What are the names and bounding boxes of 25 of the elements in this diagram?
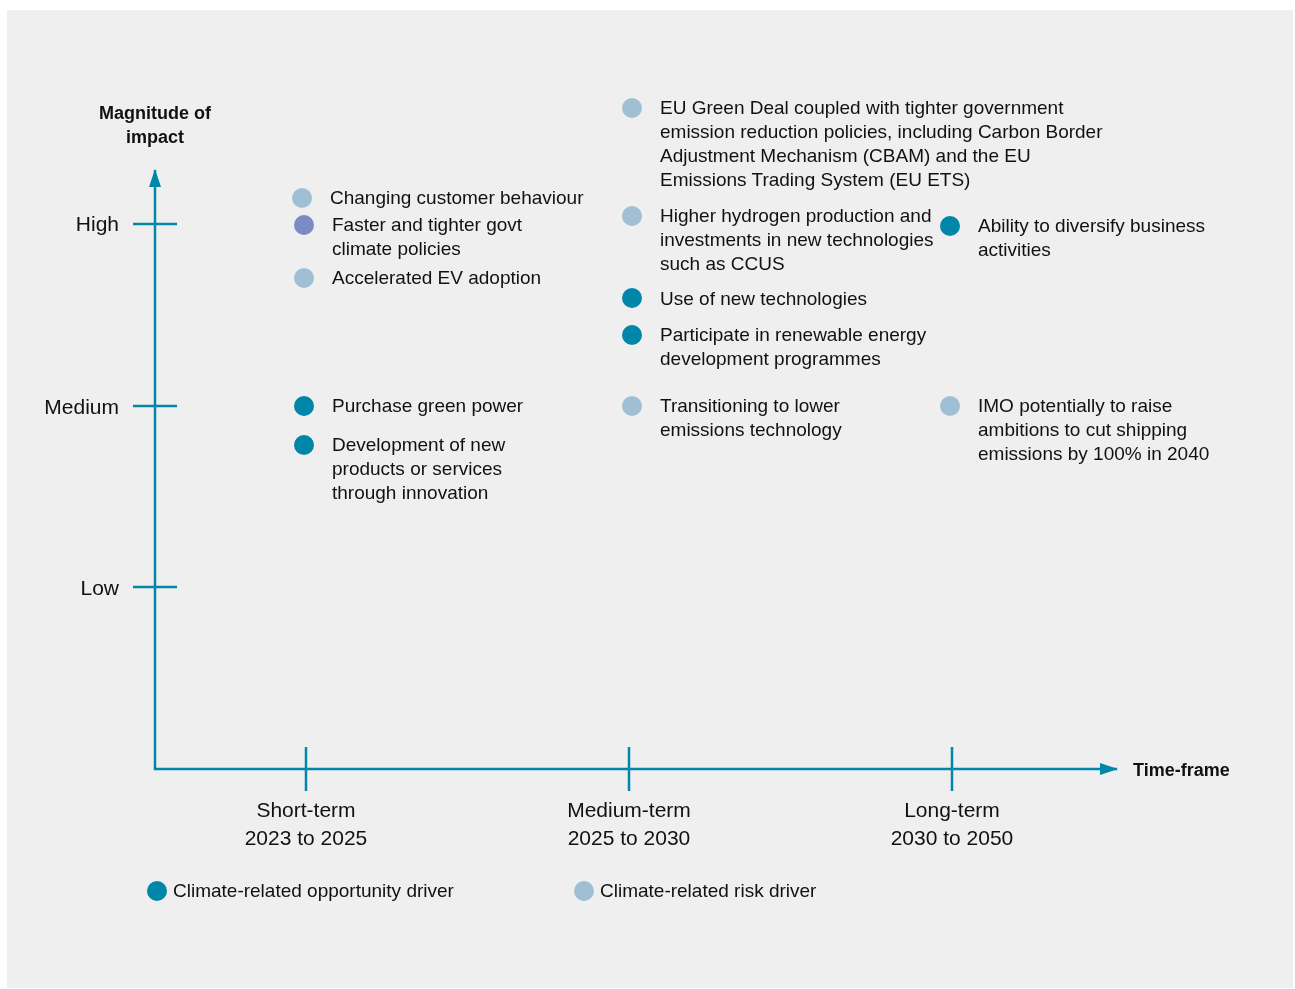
time-period-label: 2023 to 2025 [243, 825, 369, 851]
driver-label: Higher hydrogen production and investments in new technologies such as CCUS [660, 204, 935, 276]
driver-label: Transitioning to lower emissions technology [660, 394, 843, 442]
driver-label: EU Green Deal coupled with tighter government emission reduction policies, including Carbon Border Adjustment Mechanism (CBAM) and the EU Emissions Trading System (EU ETS) [660, 96, 1104, 192]
driver-label: Participate in renewable energy development programmes [660, 323, 928, 371]
driver-label: Purchase green power [332, 394, 525, 418]
time-period-label: Long-term [903, 797, 1001, 823]
legend-label: Climate-related opportunity driver [173, 879, 454, 903]
driver-label: Development of new products or services through innovation [332, 433, 507, 505]
driver-label: Accelerated EV adoption [332, 266, 543, 290]
impact-level-label: Low [79, 576, 119, 600]
time-period-label: 2025 to 2030 [566, 825, 692, 851]
impact-level-label: Medium [43, 395, 119, 419]
impact-level-label: High [74, 212, 119, 236]
time-period-label: Short-term [255, 797, 357, 823]
driver-label: Use of new technologies [660, 287, 868, 311]
driver-label: Changing customer behaviour [330, 186, 585, 210]
time-period-label: Medium-term [566, 797, 692, 823]
driver-label: Ability to diversify business activities [978, 214, 1207, 262]
axis-title: Time-frame [1133, 759, 1231, 782]
time-period-label: 2030 to 2050 [889, 825, 1015, 851]
driver-label: Faster and tighter govt climate policies [332, 213, 524, 261]
driver-label: IMO potentially to raise ambitions to cut shipping emissions by 100% in 2040 [978, 394, 1211, 466]
axis-title: Magnitude of impact [98, 102, 212, 149]
legend-label: Climate-related risk driver [600, 879, 817, 903]
